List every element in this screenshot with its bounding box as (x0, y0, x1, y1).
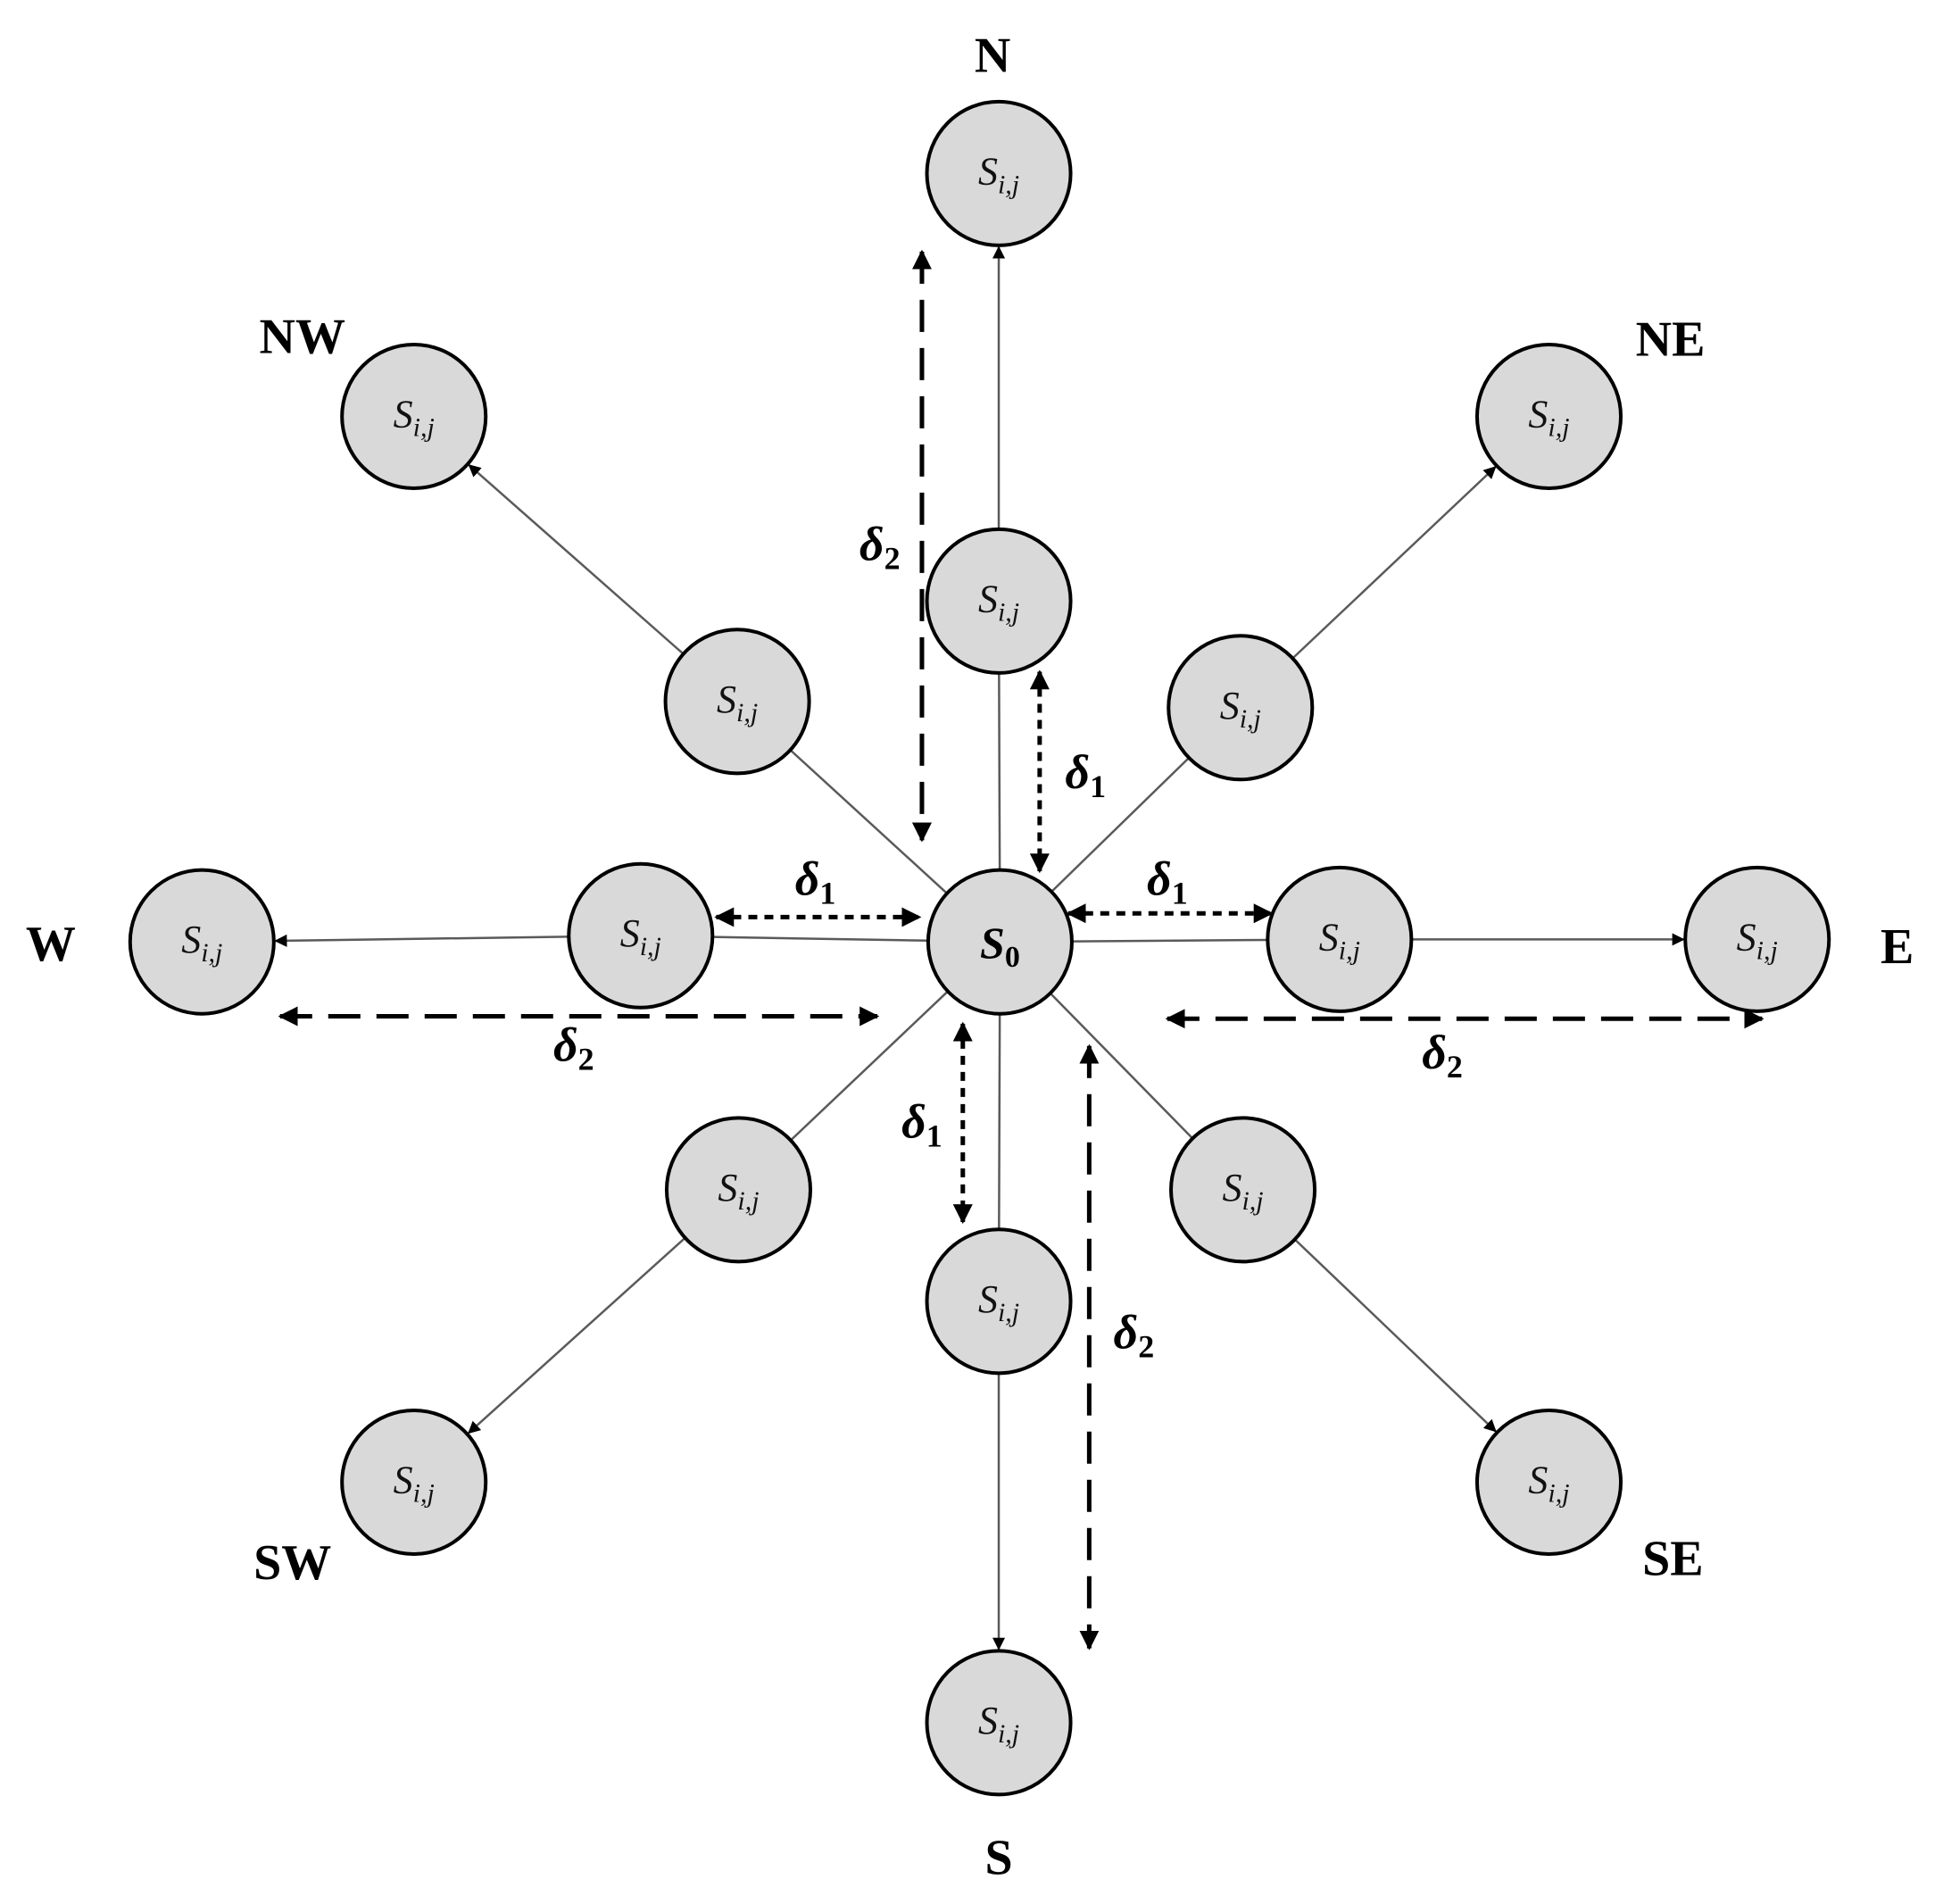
node-se-inner-label: Si,j (1222, 1166, 1263, 1216)
distance-markers: δ1 δ1 δ1 δ1 δ2 δ2 δ2 δ2 (278, 249, 1764, 1650)
spokes (274, 245, 1685, 1650)
spoke-s-inner (998, 1013, 1001, 1230)
spoke-se-outer (1293, 1238, 1497, 1433)
node-sw-inner: Si,j (664, 1116, 813, 1264)
direction-label-s: S (984, 1830, 1012, 1885)
spoke-ne-inner (1050, 757, 1190, 893)
node-s-outer: Si,j (925, 1649, 1073, 1797)
node-se-inner: Si,j (1169, 1116, 1317, 1264)
direction-label-ne: NE (1636, 312, 1706, 367)
node-n-outer-label: Si,j (978, 149, 1019, 199)
node-w-inner: Si,j (567, 861, 715, 1010)
spoke-w-inner (712, 935, 928, 943)
spoke-n-inner (998, 672, 1001, 870)
spoke-e-inner (1071, 938, 1268, 943)
direction-label-w: W (26, 917, 76, 972)
direction-label-nw: NW (260, 310, 345, 365)
direction-label-n: N (975, 29, 1010, 84)
center-node-label: S0 (980, 918, 1020, 974)
spoke-sw-inner (790, 990, 949, 1142)
delta1-west-label: δ1 (795, 852, 836, 910)
direction-label-se: SE (1642, 1532, 1704, 1587)
node-w-inner-label: Si,j (620, 911, 661, 961)
node-s-inner: Si,j (925, 1227, 1073, 1376)
spoke-se-inner (1049, 992, 1194, 1140)
spoke-ne-outer (1291, 466, 1497, 660)
node-e-outer: Si,j (1683, 865, 1831, 1013)
node-nw-inner-label: Si,j (717, 678, 758, 728)
spoke-nw-inner (789, 749, 948, 894)
node-sw-outer-label: Si,j (394, 1459, 435, 1509)
node-e-inner: Si,j (1266, 865, 1414, 1013)
delta2-south-label: δ2 (1114, 1306, 1155, 1365)
node-n-inner-label: Si,j (978, 577, 1019, 627)
node-w-outer: Si,j (128, 868, 276, 1016)
spoke-nw-outer (468, 464, 685, 655)
spoke-sw-outer (468, 1236, 686, 1434)
direction-labels: N NE E SE S SW W NW (26, 29, 1914, 1886)
spoke-w-outer (274, 934, 569, 947)
delta1-east-label: δ1 (1147, 852, 1188, 910)
node-s-outer-label: Si,j (978, 1699, 1019, 1749)
node-ne-outer: Si,j (1474, 342, 1623, 491)
direction-label-sw: SW (253, 1535, 331, 1591)
node-ne-inner-label: Si,j (1220, 684, 1261, 734)
delta2-north-label: δ2 (859, 518, 901, 577)
node-s-inner-label: Si,j (978, 1277, 1019, 1327)
node-nw-outer-label: Si,j (394, 393, 435, 443)
node-e-inner-label: Si,j (1319, 915, 1360, 965)
center-node: S0 (926, 868, 1074, 1016)
node-sw-inner-label: Si,j (718, 1166, 759, 1216)
node-nw-outer: Si,j (340, 342, 488, 491)
node-se-outer: Si,j (1474, 1408, 1623, 1557)
node-ne-inner: Si,j (1167, 634, 1315, 782)
node-n-inner: Si,j (925, 527, 1073, 675)
node-e-outer-label: Si,j (1737, 915, 1778, 965)
node-ne-outer-label: Si,j (1528, 393, 1569, 443)
direction-label-e: E (1881, 919, 1914, 975)
node-nw-inner: Si,j (663, 628, 811, 776)
node-sw-outer: Si,j (340, 1408, 488, 1557)
delta2-east-label: δ2 (1422, 1026, 1463, 1085)
delta1-south-label: δ1 (901, 1095, 942, 1154)
node-n-outer: Si,j (925, 99, 1073, 247)
node-se-outer-label: Si,j (1528, 1459, 1569, 1509)
delta2-west-label: δ2 (553, 1018, 594, 1077)
node-w-outer-label: Si,j (181, 918, 222, 968)
delta1-north-label: δ1 (1065, 745, 1106, 804)
